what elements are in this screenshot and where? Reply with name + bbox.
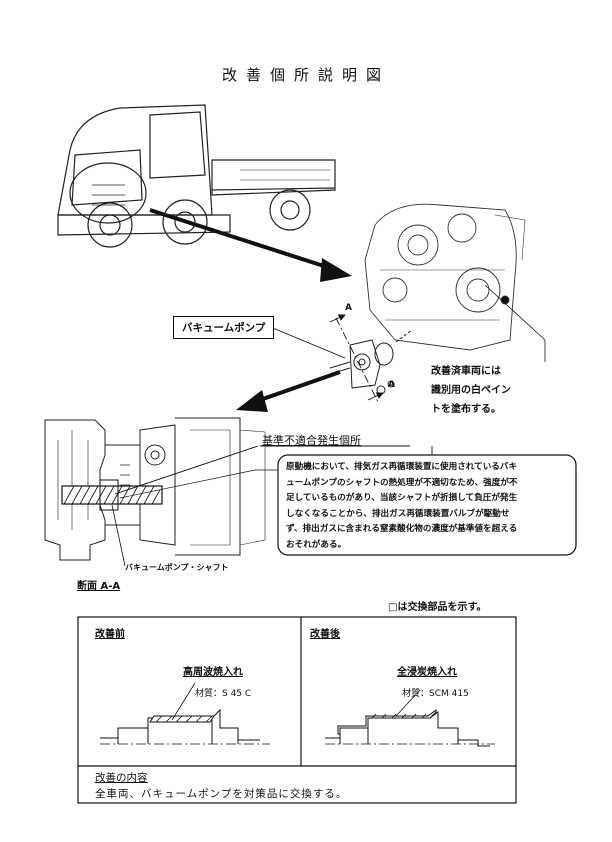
section-marker-bottom: A [388,380,395,390]
defect-location-label: 基準不適合発生個所 [262,434,361,447]
after-material: 材質：SCM 415 [402,689,469,699]
after-process: 全浸炭焼入れ [397,667,457,678]
vacuum-pump-label: バキュームポンプ [173,316,275,339]
callout-line: おそれがある。 [286,539,347,550]
page-title: 改善個所説明図 [221,66,390,84]
before-process: 高周波焼入れ [183,667,243,678]
paint-note: 改善済車両には 識別用の白ペイン トを塗布する。 [431,362,511,419]
callout-line: 足しているものがあり、当該シャフトが折損して負圧が発生 [286,493,518,503]
after-hatch [337,709,437,735]
before-heading: 改善前 [95,629,125,640]
callout-line: しなくなることから、排出ガス再循環装置バルブが駆動せ [286,508,510,519]
defect-callout: 原動機において、排気ガス再循環装置に使用されているバキ ュームポンプのシャフトの… [286,460,570,553]
comparison-frame [77,616,517,804]
content-heading: 改善の内容 [95,772,148,784]
before-shaft-drawing [100,708,270,745]
paint-note-line: 改善済車両には [431,366,501,377]
callout-line: ず、排出ガスに含まれる窒素酸化物の濃度が基準値を超える [286,524,518,534]
pointer-arrow-1 [149,208,352,282]
engine-drawing [364,203,526,351]
paint-note-line: 識別用の白ペイン [431,385,511,396]
section-marker-top: A [345,303,352,313]
paint-note-line: トを塗布する。 [431,404,501,415]
shaft-label: バキュームポンプ・シャフト [125,563,229,572]
callout-line: ュームポンプのシャフトの熱処理が不適切なため、強度が不 [286,477,518,488]
before-material: 材質：S 45 C [195,689,252,699]
shaft-hatch [61,479,163,511]
content-text: 全車両、バキュームポンプを対策品に交換する。 [95,788,348,800]
vacuum-pump-drawing [329,329,413,395]
section-view-label: 断面 A-A [77,581,121,592]
truck-drawing [57,104,336,248]
after-heading: 改善後 [310,629,340,640]
legend-note: □は交換部品を示す。 [388,602,487,613]
pointer-arrow-2 [236,370,341,412]
callout-line: 原動機において、排気ガス再循環装置に使用されているバキ [286,462,518,472]
section-line [329,314,384,403]
before-hatch [149,715,215,723]
section-drawing [44,417,266,561]
